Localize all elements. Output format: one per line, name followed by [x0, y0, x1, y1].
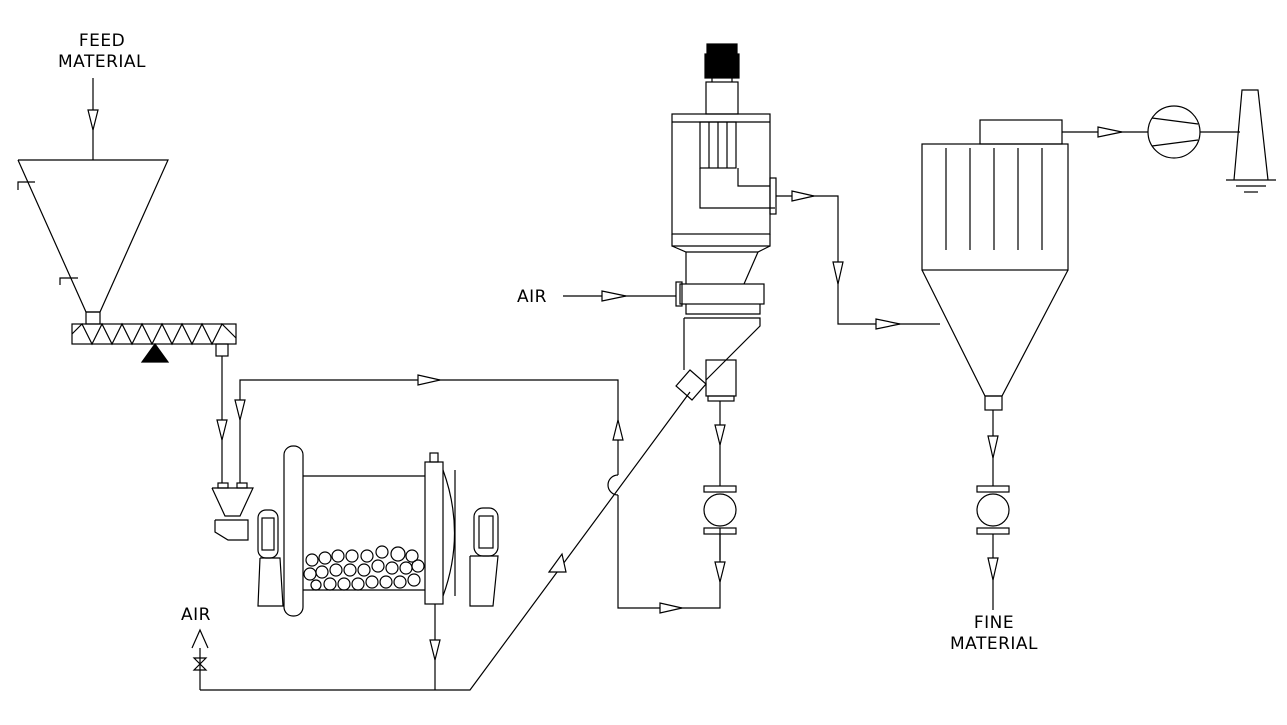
grinding-balls [303, 545, 425, 591]
coarse-return-line [234, 374, 721, 614]
feeder-to-mill-line [216, 356, 228, 483]
classifier [671, 43, 777, 402]
feed-hopper [17, 159, 169, 325]
ball-mill [211, 445, 499, 617]
classifier-coarse-discharge [703, 401, 737, 583]
feed-inlet-line [87, 78, 99, 160]
mill-air-inlet [191, 628, 209, 690]
feeder-support-triangle [140, 342, 170, 363]
screw-feeder [71, 322, 237, 363]
feed-material-label-line2: MATERIAL [58, 52, 147, 72]
feed-material-label-line1: FEED [78, 31, 126, 51]
classifier-to-filter-line [776, 190, 940, 330]
fine-rotary-valve [976, 485, 1010, 535]
bag-filter [921, 119, 1069, 411]
mill-air-inlet-label: AIR [181, 605, 211, 625]
fine-material-discharge [976, 410, 1010, 610]
fine-material-label-line1: FINE [973, 613, 1015, 633]
mill-discharge-line [200, 369, 707, 691]
feed-material-label: FEED MATERIAL [58, 31, 146, 73]
classifier-air-inlet-line [563, 290, 676, 302]
fine-material-label: FINE MATERIAL [946, 613, 1042, 655]
classifier-air-inlet-label: AIR [517, 287, 547, 307]
fine-material-label-line2: MATERIAL [949, 634, 1039, 654]
coarse-rotary-valve [703, 485, 737, 535]
exhaust-line [1062, 89, 1276, 193]
exhaust-stack [1226, 89, 1276, 193]
exhaust-fan [1147, 105, 1201, 159]
